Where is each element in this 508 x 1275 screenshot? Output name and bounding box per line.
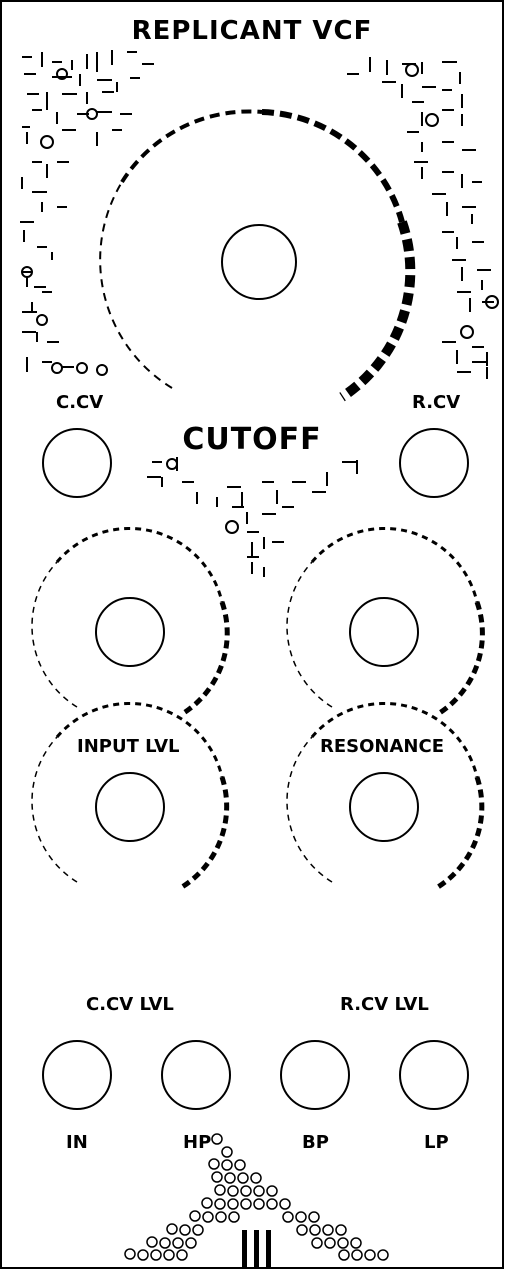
input-lvl-label: INPUT LVL xyxy=(77,736,180,757)
ccv-lvl-knob[interactable] xyxy=(95,772,165,842)
cutoff-knob[interactable] xyxy=(221,224,297,300)
module-title: REPLICANT VCF xyxy=(131,16,373,46)
in-jack[interactable] xyxy=(42,1040,112,1110)
cutoff-scale xyxy=(99,109,416,402)
rcv-jack-label: R.CV xyxy=(412,392,461,413)
ccv-jack-label: C.CV xyxy=(56,392,104,413)
hp-jack-label: HP xyxy=(183,1132,212,1153)
rcv-lvl-label: R.CV LVL xyxy=(340,994,429,1015)
in-jack-label: IN xyxy=(66,1132,88,1153)
resonance-knob[interactable] xyxy=(349,597,419,667)
lp-jack[interactable] xyxy=(399,1040,469,1110)
hp-jack[interactable] xyxy=(161,1040,231,1110)
bp-jack[interactable] xyxy=(280,1040,350,1110)
cutoff-label: CUTOFF xyxy=(182,422,322,457)
decorative-dots xyxy=(124,1133,389,1261)
ccv-lvl-label: C.CV LVL xyxy=(86,994,174,1015)
bp-jack-label: BP xyxy=(302,1132,329,1153)
logo-bars xyxy=(242,1230,271,1268)
rcv-jack[interactable] xyxy=(399,428,469,498)
decorative-glyphs xyxy=(20,50,499,577)
rcv-lvl-knob[interactable] xyxy=(349,772,419,842)
ccv-jack[interactable] xyxy=(42,428,112,498)
resonance-label: RESONANCE xyxy=(320,736,444,757)
input-lvl-knob[interactable] xyxy=(95,597,165,667)
lp-jack-label: LP xyxy=(424,1132,449,1153)
